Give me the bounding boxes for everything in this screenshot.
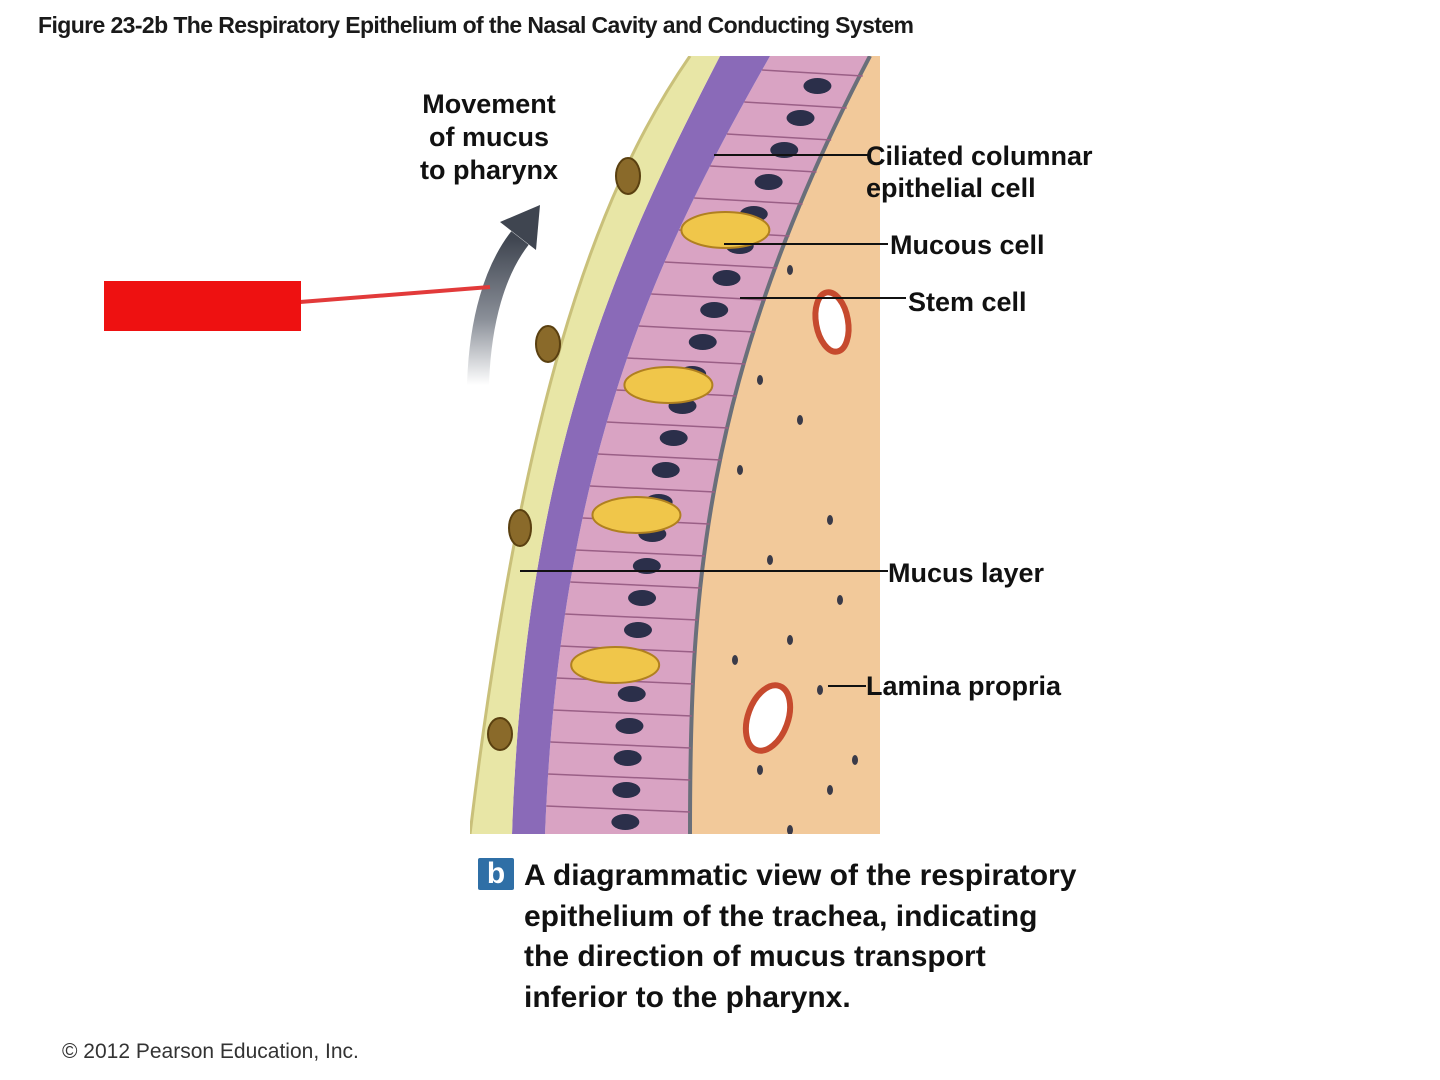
movement-label: Movement of mucus to pharynx [420,88,558,187]
movement-line-1: Movement [422,89,556,119]
mucus-layer-region [470,56,720,834]
copyright: © 2012 Pearson Education, Inc. [62,1040,359,1063]
movement-line-3: to pharynx [420,155,559,185]
leader-lines [520,154,906,687]
lamina-propria-label: Lamina propria [866,671,1062,701]
lamina-propria-region [690,56,880,834]
lamina-nuclei [732,265,858,834]
mucus-layer-label: Mucus layer [888,558,1045,588]
mucous-cell-label: Mucous cell [890,230,1045,260]
stem-cell-label: Stem cell [908,287,1027,317]
hidden-label-box [104,281,301,331]
figure-title: Figure 23-2b The Respiratory Epithelium … [38,12,914,38]
tissue-section [470,56,880,834]
caption-badge: b [478,858,514,890]
mucus-debris [487,157,641,751]
movement-arrow-icon [467,231,529,386]
epithelial-layer [545,56,870,834]
blood-vessel [812,289,852,355]
ciliated-label-2: epithelial cell [866,173,1036,203]
blood-vessel [742,682,794,754]
basement-membrane [688,56,872,834]
red-pointer-line [299,285,491,304]
movement-line-2: of mucus [429,122,550,152]
mucous-cells [570,211,771,684]
caption-text: A diagrammatic view of the respiratory e… [524,859,1077,1014]
arrow-head-icon [500,205,540,250]
cilia-band [512,56,770,834]
ciliated-label-1: Ciliated columnar [866,141,1093,171]
